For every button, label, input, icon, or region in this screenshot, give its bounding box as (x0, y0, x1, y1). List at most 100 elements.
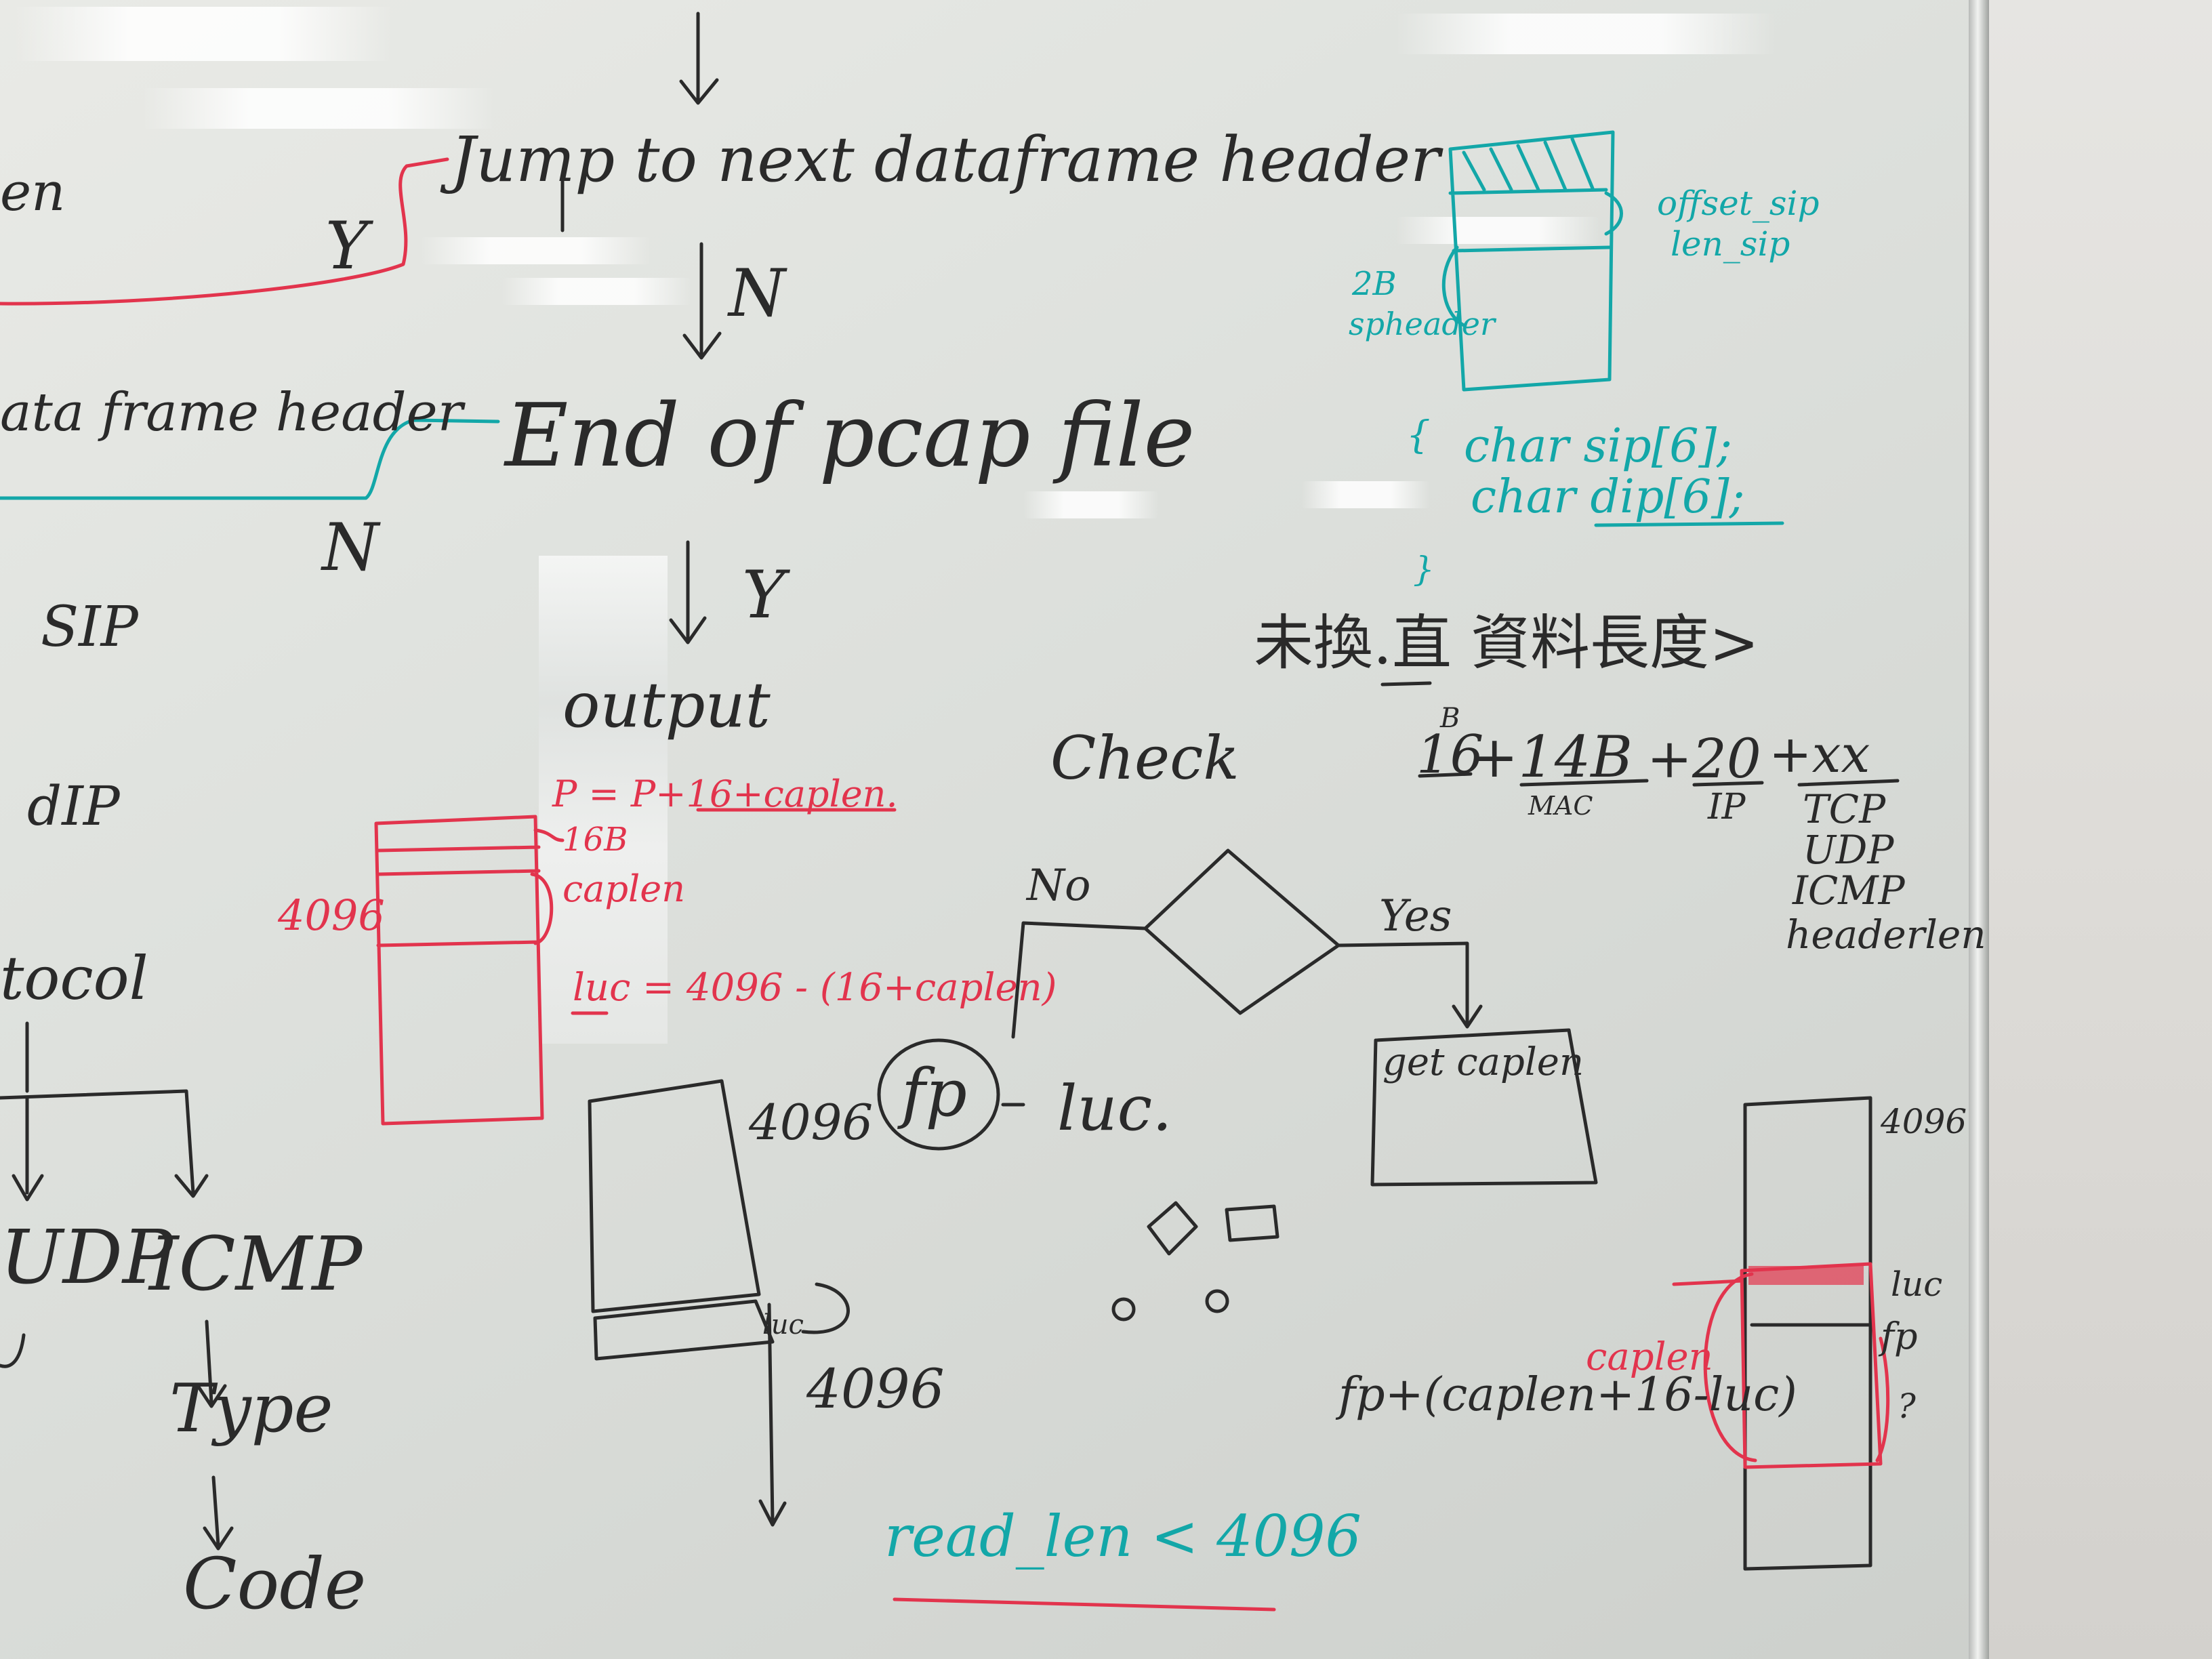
chinese-header-length: 未換.直 資料長度> (1254, 608, 1759, 678)
light-reflection (501, 278, 691, 305)
icmp-text: ICMP (149, 1221, 363, 1307)
window-reflection (539, 556, 668, 1044)
light-reflection (1396, 14, 1776, 54)
yes-label: Yes (1379, 891, 1452, 941)
udp-curl (0, 1333, 26, 1368)
red-y-connector (0, 157, 449, 306)
sip-text: SIP (41, 595, 138, 659)
protocol-fragment: tocol (0, 943, 148, 1013)
sum-20: +20 (1647, 727, 1761, 790)
underline-14b (1519, 779, 1649, 787)
icmp-type-arrow (196, 1319, 227, 1408)
y-label-top: Y (325, 208, 369, 284)
sum-16: 16 (1416, 724, 1484, 785)
red-caplen-right: caplen (1586, 1335, 1713, 1379)
red-read-underline (893, 1597, 1276, 1612)
output-text: output (562, 669, 771, 741)
teal-offset-sip: offset_sip (1657, 184, 1820, 223)
teal-2b: 2B (1352, 265, 1397, 303)
red-4096-label: 4096 (278, 890, 385, 940)
red-right-box (1740, 1262, 1883, 1469)
get-caplen-text: get caplen (1382, 1040, 1584, 1084)
red-hatched-header (1748, 1266, 1864, 1285)
underline-cn (1380, 681, 1432, 687)
teal-dip-underline (1594, 521, 1784, 527)
protocol-list-headerlen: headerlen (1786, 912, 1986, 958)
teal-brace-open: { (1406, 413, 1431, 457)
type-text: Type (169, 1370, 333, 1448)
teal-connector (0, 418, 500, 500)
light-reflection (1023, 491, 1159, 518)
teal-spheader: spheader (1349, 306, 1495, 342)
sum-14b: +14B (1471, 724, 1633, 790)
light-reflection (1301, 481, 1430, 508)
protocol-stem (0, 1021, 209, 1198)
red-caplen-brace (530, 872, 554, 945)
teal-hatch (1462, 137, 1595, 192)
n-label-mid: N (322, 510, 379, 586)
teal-2b-brace (1441, 245, 1466, 327)
small-circle-b (1205, 1289, 1229, 1313)
red-luc-formula: luc = 4096 - (16+caplen) (573, 966, 1057, 1010)
sum-ip: IP (1708, 787, 1746, 827)
red-right-pointer (1672, 1279, 1744, 1286)
luc-curl (801, 1282, 850, 1334)
udp-arrow (12, 1096, 44, 1202)
underline-20 (1692, 781, 1764, 787)
fp-text: fp (901, 1055, 967, 1131)
dip-text: dIP (27, 775, 120, 838)
light-reflection (1396, 217, 1599, 244)
get-caplen-box (1370, 1028, 1598, 1187)
arrow-down-top (679, 12, 719, 105)
teal-buffer (1448, 130, 1615, 392)
luc-small-text: luc (762, 1309, 804, 1340)
teal-len-sip: len_sip (1671, 224, 1790, 264)
small-diamond (1147, 1201, 1198, 1256)
no-branch-line (1011, 921, 1147, 1039)
red-right-brace (1875, 1336, 1890, 1462)
small-square (1225, 1204, 1279, 1242)
sum-mac: MAC (1528, 791, 1593, 821)
protocol-list-udp: UDP (1803, 827, 1894, 873)
jump-text: Jump to next dataframe header (451, 123, 1441, 196)
frame-header-text: ata frame header (0, 382, 463, 443)
protocol-list-icmp: ICMP (1793, 867, 1905, 914)
teal-brace-close: } (1413, 550, 1435, 589)
sum-b-superscript: B (1440, 703, 1460, 734)
fp-formula-text: fp+(caplen+16-luc) (1338, 1368, 1797, 1422)
small-circle-a (1111, 1297, 1136, 1322)
size-4096-label-c: 4096 (1881, 1102, 1967, 1141)
code-text: Code (183, 1542, 367, 1625)
check-text: Check (1050, 723, 1240, 793)
sum-xx: +xx (1769, 724, 1870, 784)
red-16b-brace (533, 828, 565, 842)
protocol-list-tcp: TCP (1803, 786, 1886, 832)
arrow-down-y (669, 540, 707, 644)
udp-text: UDP (0, 1214, 173, 1300)
no-label: No (1027, 861, 1091, 911)
buffer-right (1743, 1096, 1872, 1571)
question-mark: ? (1898, 1387, 1916, 1426)
teal-offset-brace (1604, 191, 1623, 236)
size-4096-label-b: 4096 (806, 1357, 945, 1420)
red-caplen-label: caplen (562, 867, 686, 910)
n-label-top: N (729, 255, 785, 331)
fp-circle (877, 1038, 1000, 1151)
red-p-formula: P = P+16+caplen. (552, 773, 898, 815)
teal-char-sip: char sip[6]; (1464, 419, 1732, 473)
decision-diamond (1143, 848, 1340, 1015)
arrow-down-n (682, 242, 722, 360)
underline-xx (1797, 779, 1900, 787)
end-of-pcap-text: End of pcap file (505, 386, 1195, 487)
en-fragment: en (0, 162, 66, 223)
yes-branch-arrow (1336, 941, 1483, 1029)
light-reflection (420, 237, 651, 264)
red-buffer (374, 815, 544, 1126)
y-label-mid: Y (742, 557, 785, 633)
luc-right-text: luc (1891, 1265, 1943, 1304)
underline-16 (1418, 772, 1473, 778)
red-right-arc (1703, 1272, 1757, 1462)
fp-right-text: fp (1881, 1315, 1918, 1357)
teal-char-dip: char dip[6]; (1471, 470, 1745, 524)
luc-text: luc. (1057, 1072, 1172, 1145)
